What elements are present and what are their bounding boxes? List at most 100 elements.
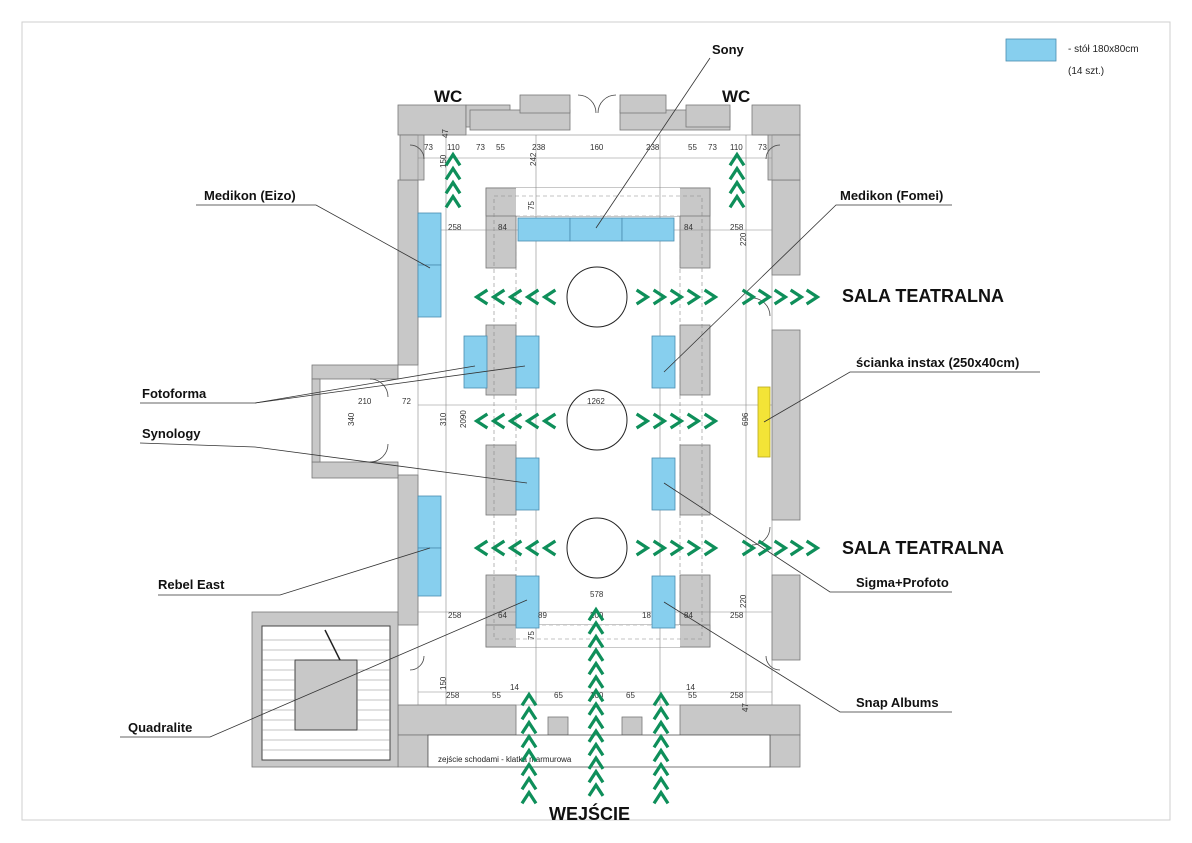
chevron-arrow-icon bbox=[444, 193, 462, 209]
legend-swatch bbox=[1005, 38, 1057, 62]
dim-18: 18 bbox=[642, 611, 651, 620]
table-fotoforma-1 bbox=[463, 335, 488, 389]
dim-top-7: 55 bbox=[688, 143, 697, 152]
chevron-arrow-icon bbox=[652, 761, 670, 777]
chevron-arrow-icon bbox=[703, 412, 719, 430]
dim-top-5: 160 bbox=[590, 143, 604, 152]
dim-top-9: 110 bbox=[730, 143, 743, 152]
legend-table-count: (14 szt.) bbox=[1068, 66, 1105, 77]
dim-47b: 47 bbox=[741, 703, 750, 712]
dim-84b: 84 bbox=[684, 223, 693, 232]
dim-150b: 150 bbox=[439, 676, 448, 690]
chevron-arrow-icon bbox=[635, 539, 651, 557]
chevron-arrow-icon bbox=[541, 288, 557, 306]
label-sigma-profoto: Sigma+Profoto bbox=[856, 575, 949, 590]
wc-left-label: WC bbox=[434, 87, 463, 106]
chevron-arrow-icon bbox=[541, 539, 557, 557]
chevron-arrow-icon bbox=[773, 539, 789, 557]
chevron-arrow-icon bbox=[507, 412, 523, 430]
chevron-arrow-icon bbox=[789, 539, 805, 557]
direction-arrows bbox=[444, 151, 821, 805]
table-sony-2 bbox=[569, 217, 623, 242]
chevron-arrow-icon bbox=[587, 674, 605, 689]
dim-258d: 258 bbox=[730, 611, 744, 620]
sala-teatralna-top: SALA TEATRALNA bbox=[842, 286, 1004, 306]
chevron-arrow-icon bbox=[444, 179, 462, 195]
dim-89: 89 bbox=[538, 611, 547, 620]
chevron-arrow-icon bbox=[669, 412, 685, 430]
dim-bot-5: 65 bbox=[626, 691, 635, 700]
chevron-arrow-icon bbox=[444, 151, 462, 167]
dim-310: 310 bbox=[439, 412, 448, 426]
chevron-arrow-icon bbox=[473, 412, 489, 430]
table-sigma bbox=[651, 457, 676, 511]
dim-top-10: 73 bbox=[758, 143, 767, 152]
dim-64: 64 bbox=[498, 611, 507, 620]
table-rebel-2 bbox=[417, 547, 442, 597]
chevron-arrow-icon bbox=[757, 288, 773, 306]
tables bbox=[417, 212, 676, 629]
chevron-arrow-icon bbox=[741, 539, 757, 557]
dim-top-0: 73 bbox=[424, 143, 433, 152]
chevron-arrow-icon bbox=[728, 193, 746, 209]
chevron-arrow-icon bbox=[741, 288, 757, 306]
chevron-arrow-icon bbox=[652, 775, 670, 791]
dim-top-2: 73 bbox=[476, 143, 485, 152]
chevron-arrow-icon bbox=[490, 539, 506, 557]
chevron-arrow-icon bbox=[490, 288, 506, 306]
inner-openings bbox=[516, 188, 680, 647]
chevron-arrow-icon bbox=[686, 539, 702, 557]
chevron-arrow-icon bbox=[520, 761, 538, 777]
dim-210: 210 bbox=[358, 397, 372, 406]
chevron-arrow-icon bbox=[635, 288, 651, 306]
dim-258b: 258 bbox=[730, 223, 744, 232]
dim-bot-1: 55 bbox=[492, 691, 501, 700]
dim-220b: 220 bbox=[739, 594, 748, 608]
table-fomei bbox=[651, 335, 676, 389]
label-medikon-eizo: Medikon (Eizo) bbox=[204, 188, 296, 203]
chevron-arrow-icon bbox=[524, 539, 540, 557]
dim-578: 578 bbox=[590, 590, 604, 599]
table-snap bbox=[651, 575, 676, 629]
chevron-arrow-icon bbox=[520, 789, 538, 805]
dim-top-3: 55 bbox=[496, 143, 505, 152]
dim-bot-2: 14 bbox=[510, 683, 519, 692]
chevron-arrow-icon bbox=[652, 705, 670, 721]
dim-258c: 258 bbox=[448, 611, 462, 620]
chevron-arrow-icon bbox=[587, 620, 605, 635]
chevron-arrow-icon bbox=[520, 733, 538, 749]
chevron-arrow-icon bbox=[587, 714, 605, 730]
wc-right-label: WC bbox=[722, 87, 751, 106]
label-medikon-fomei: Medikon (Fomei) bbox=[840, 188, 944, 203]
table-sony-1 bbox=[517, 217, 571, 242]
chevron-arrow-icon bbox=[587, 728, 605, 743]
dim-75b: 75 bbox=[527, 631, 536, 640]
wejscie-label: WEJŚCIE bbox=[549, 804, 631, 824]
chevron-arrow-icon bbox=[652, 412, 668, 430]
table-eizo-1 bbox=[417, 212, 442, 266]
stairs-note: zejście schodami - klatka marmurowa bbox=[438, 755, 572, 764]
chevron-arrow-icon bbox=[728, 151, 746, 167]
chevron-arrow-icon bbox=[473, 288, 489, 306]
chevron-arrow-icon bbox=[703, 288, 719, 306]
dim-1262: 1262 bbox=[587, 397, 605, 406]
chevron-arrow-icon bbox=[805, 539, 821, 557]
dim-bot-4: 100 bbox=[590, 691, 604, 700]
dim-72: 72 bbox=[402, 397, 411, 406]
chevron-arrow-icon bbox=[652, 789, 670, 805]
table-eizo-2 bbox=[417, 264, 442, 318]
chevron-arrow-icon bbox=[587, 755, 605, 770]
chevron-arrow-icon bbox=[686, 412, 702, 430]
dim-bot-8: 258 bbox=[730, 691, 744, 700]
chevron-arrow-icon bbox=[473, 539, 489, 557]
dim-top-8: 73 bbox=[708, 143, 717, 152]
label-quadralite: Quadralite bbox=[128, 720, 193, 735]
chevron-arrow-icon bbox=[520, 775, 538, 791]
dim-75a: 75 bbox=[527, 201, 536, 210]
chevron-arrow-icon bbox=[587, 606, 605, 622]
dimension-texts: 73 110 73 55 238 160 238 55 73 110 73 25… bbox=[347, 129, 767, 712]
chevron-arrow-icon bbox=[524, 412, 540, 430]
dim-47a: 47 bbox=[441, 129, 450, 138]
chevron-arrow-icon bbox=[507, 539, 523, 557]
